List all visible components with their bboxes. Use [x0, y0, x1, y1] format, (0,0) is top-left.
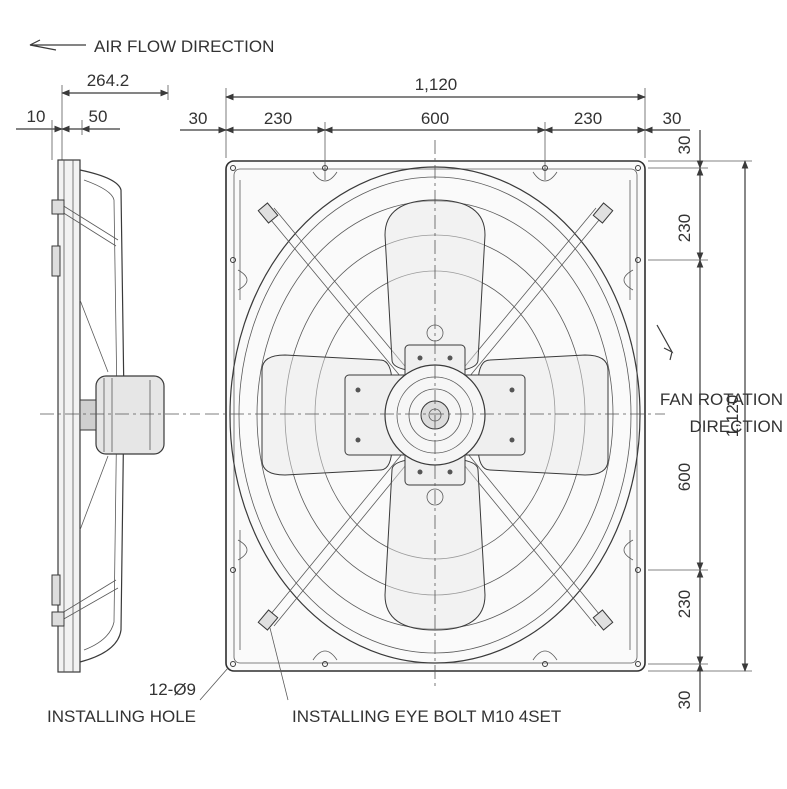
- dim-flange: 10: [27, 107, 46, 126]
- air-flow-arrow: [29, 39, 86, 51]
- dim-top-seg-right: 230: [574, 109, 602, 128]
- installing-hole-label: INSTALLING HOLE: [47, 707, 196, 726]
- dim-overall-width: 1,120: [415, 75, 458, 94]
- fan-rotation-arrow: [656, 324, 674, 361]
- eye-bolt-label: INSTALLING EYE BOLT M10 4SET: [292, 707, 561, 726]
- dim-right-margin-bottom: 30: [675, 691, 694, 710]
- installing-holes: [230, 165, 641, 667]
- top-dimensions: [180, 88, 690, 180]
- dim-right-seg-mid: 600: [675, 463, 694, 491]
- dim-right-margin-top: 30: [675, 136, 694, 155]
- dim-right-seg-bottom: 230: [675, 590, 694, 618]
- dim-top-margin-left: 30: [189, 109, 208, 128]
- leader-lines: [199, 627, 289, 701]
- air-flow-label: AIR FLOW DIRECTION: [94, 37, 274, 56]
- dim-offset: 50: [89, 107, 108, 126]
- hole-count-label: 12-Ø9: [149, 680, 196, 699]
- right-dimensions: [648, 130, 752, 712]
- dim-depth: 264.2: [87, 71, 130, 90]
- dim-right-seg-top: 230: [675, 214, 694, 242]
- fan-rotation-label-2: DIRECTION: [690, 417, 784, 436]
- dim-top-seg-mid: 600: [421, 109, 449, 128]
- side-view: [16, 85, 200, 673]
- dim-top-seg-left: 230: [264, 109, 292, 128]
- dim-top-margin-right: 30: [663, 109, 682, 128]
- fan-rotation-label-1: FAN ROTATION: [660, 390, 783, 409]
- dim-overall-height: 1,120: [723, 395, 742, 438]
- eye-bolts: [257, 202, 614, 631]
- front-view: [205, 140, 665, 690]
